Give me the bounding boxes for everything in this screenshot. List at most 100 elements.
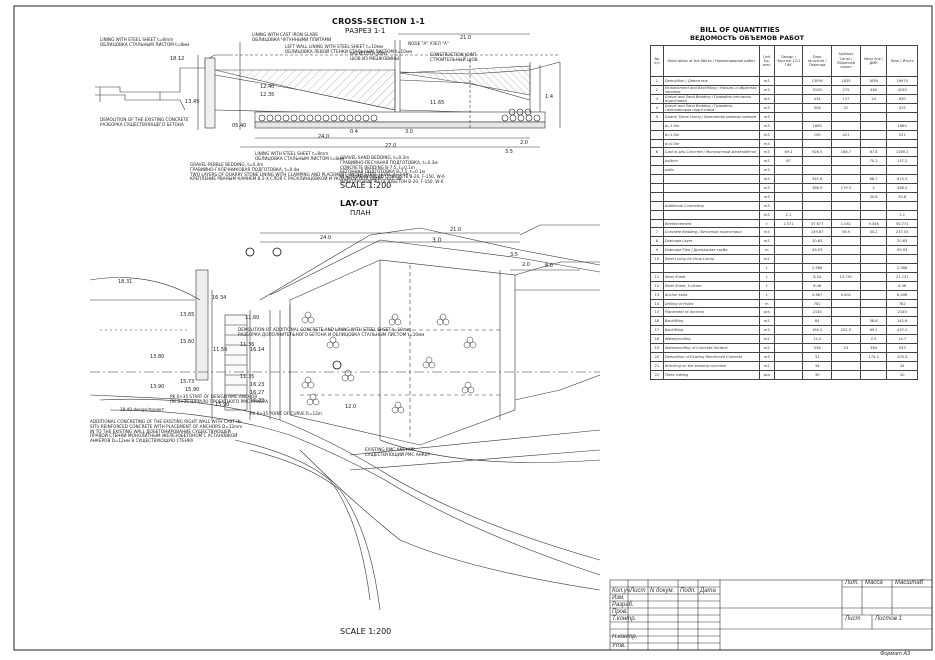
riprap-plan <box>301 311 477 414</box>
boq-cell-value: 31 <box>802 351 833 362</box>
boq-cell-value <box>886 138 918 149</box>
plan-elev-18-31: 18.31 <box>118 279 133 285</box>
boq-cell-description <box>662 191 760 202</box>
boq-cell-unit: m3 <box>758 200 775 211</box>
boq-cell-value <box>802 209 833 220</box>
boq-cell-unit: m3 <box>758 227 775 238</box>
boq-cell-unit: m3 <box>758 93 775 104</box>
section-marks <box>245 247 342 370</box>
boq-cell-value <box>831 254 861 265</box>
boq-cell-description: d=0.5m <box>662 138 760 149</box>
riprap-cross-section <box>258 108 541 122</box>
boq-cell-value: 30.8 <box>886 191 918 202</box>
boq-cell-value <box>859 271 888 282</box>
boq-cell-value: 67 <box>773 156 804 167</box>
boq-cell-value <box>831 351 861 362</box>
boq-cell-value: 30.8 <box>859 191 888 202</box>
boq-cell-value: 30.2 <box>859 227 888 238</box>
boq-cell-description: Steel Sheet, t=8mm <box>662 280 760 291</box>
boq-cell-value <box>773 280 804 291</box>
boq-cell-value: 2.571 <box>773 218 804 229</box>
cross-section-drawing <box>95 33 561 148</box>
plan-elev-16-22: 16.22 <box>250 398 265 404</box>
boq-cell-no: 20 <box>650 351 664 362</box>
boq-cell-description: Placement of Anchors <box>662 307 760 318</box>
boq-cell-unit: m3 <box>758 76 775 86</box>
boq-header-no: No n/n <box>650 45 664 77</box>
boq-cell-value <box>831 316 861 327</box>
tb-cell-list: Лист <box>845 616 861 622</box>
boq-cell-value: 23 <box>831 343 861 353</box>
boq-cell-value <box>831 360 861 371</box>
boq-cell-value: 237.05 <box>886 227 918 238</box>
boq-cell-no: 15 <box>650 307 664 318</box>
cs-elev-05-40: 05.40 <box>232 123 247 129</box>
boq-cell-no: 8 <box>650 236 664 247</box>
boq-cell-value <box>831 263 861 273</box>
boq-cell-no <box>650 165 664 176</box>
boq-cell-value <box>859 138 888 149</box>
boq-cell-value <box>831 298 861 309</box>
boq-cell-no <box>650 138 664 149</box>
boq-cell-unit: m2 <box>758 334 775 345</box>
boq-cell-unit: m3 <box>758 351 775 362</box>
boq-cell-no: 19 <box>650 343 664 353</box>
boq-cell-no <box>650 120 664 131</box>
boq-cell-unit: t <box>758 280 775 291</box>
boq-cell-value: 205.3 <box>886 351 918 362</box>
boq-cell-value: 521 <box>886 129 918 140</box>
boq-cell-description: Drainage Layer <box>662 236 760 247</box>
tb-row-prov: Пров. <box>612 609 628 615</box>
boq-cell-no <box>650 183 664 193</box>
boq-cell-unit: t <box>758 289 775 300</box>
tb-format: Формат А3 <box>880 651 911 657</box>
boq-cell-value: 6.46 <box>802 280 833 291</box>
boq-cell-value <box>859 165 888 176</box>
boq-cell-description: Steel Lining for Drop Lining <box>662 254 760 265</box>
tb-row-tkontr: Т.контр. <box>612 616 637 622</box>
boq-cell-no <box>650 156 664 167</box>
boq-cell-value <box>773 334 804 345</box>
plan-dim-8: 8.0 <box>545 263 553 269</box>
boq-cell-value: 58.6 <box>859 316 888 327</box>
cs-dim-2: 2.0 <box>520 140 528 146</box>
boq-cell-no: 16 <box>650 316 664 327</box>
plan-label-demolition: DEMOLITION OF ADDITIONAL CONCRETE AND LI… <box>238 327 425 337</box>
boq-cell-unit: t <box>758 263 775 273</box>
boq-cell-unit: t <box>758 271 775 282</box>
boq-cell-no: 13 <box>650 289 664 300</box>
boq-cell-description <box>662 263 760 273</box>
boq-cell-value <box>802 111 833 122</box>
layout-title: LAY-OUT <box>340 199 379 208</box>
boq-cell-description <box>662 183 760 193</box>
boq-cell-value <box>831 138 861 149</box>
boq-cell-value <box>773 307 804 318</box>
boq-cell-unit: m3 <box>758 191 775 202</box>
boq-cell-unit: m3 <box>758 325 775 336</box>
boq-cell-value <box>831 307 861 318</box>
boq-cell-no: 10 <box>650 254 664 265</box>
boq-cell-value <box>773 174 804 185</box>
cs-dim-3-5: 3.5 <box>505 149 513 155</box>
boq-cell-value: 2.988 <box>886 263 918 273</box>
boq-cell-description: Anchor bolts <box>662 289 760 300</box>
boq-cell-value: 1680 <box>802 120 833 131</box>
plan-label-curve: PK 0+35 POINT OF CURVE R=12m <box>250 411 322 416</box>
boq-cell-description: bottom <box>662 156 760 167</box>
boq-cell-value: 87.8 <box>859 147 888 158</box>
boq-cell-value: 386.9 <box>802 183 833 193</box>
